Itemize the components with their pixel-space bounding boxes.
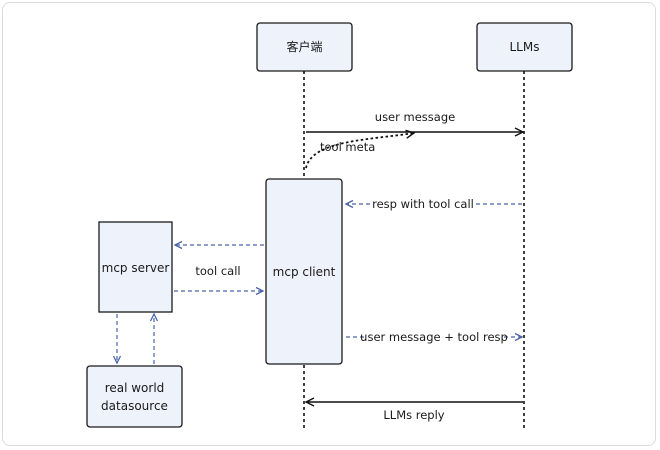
llms-reply-label: LLMs reply <box>383 408 444 422</box>
mcp-server-label: mcp server <box>102 261 170 275</box>
llms-participant[interactable]: LLMs <box>476 22 573 72</box>
tool-meta-label: tool meta <box>320 140 375 154</box>
datasource-box[interactable]: real world datasource <box>86 365 183 428</box>
datasource-label-line1: real world <box>105 381 165 395</box>
user-message-arrow: user message <box>306 110 523 132</box>
llms-reply-arrow: LLMs reply <box>306 402 523 422</box>
mcp-server-box[interactable]: mcp server <box>98 221 173 313</box>
user-message-tool-resp-arrow: user message + tool resp <box>346 330 524 344</box>
datasource-label-line2: datasource <box>101 399 168 413</box>
user-message-label: user message <box>375 110 455 124</box>
mcp-client-box[interactable]: mcp client <box>265 178 343 365</box>
resp-with-tool-call-label: resp with tool call <box>372 197 474 211</box>
tool-call-arrow: tool call <box>174 264 265 296</box>
client-app-participant[interactable]: 客户端 <box>256 22 353 72</box>
diagram-frame <box>2 2 656 446</box>
client-app-label: 客户端 <box>286 39 322 54</box>
mcp-client-label: mcp client <box>273 265 336 279</box>
llms-label: LLMs <box>510 40 540 54</box>
tool-call-label: tool call <box>195 264 240 278</box>
tool-meta-arrow: tool meta <box>305 133 414 169</box>
user-message-tool-resp-label: user message + tool resp <box>360 330 508 344</box>
resp-with-tool-call-arrow: resp with tool call <box>344 197 522 211</box>
